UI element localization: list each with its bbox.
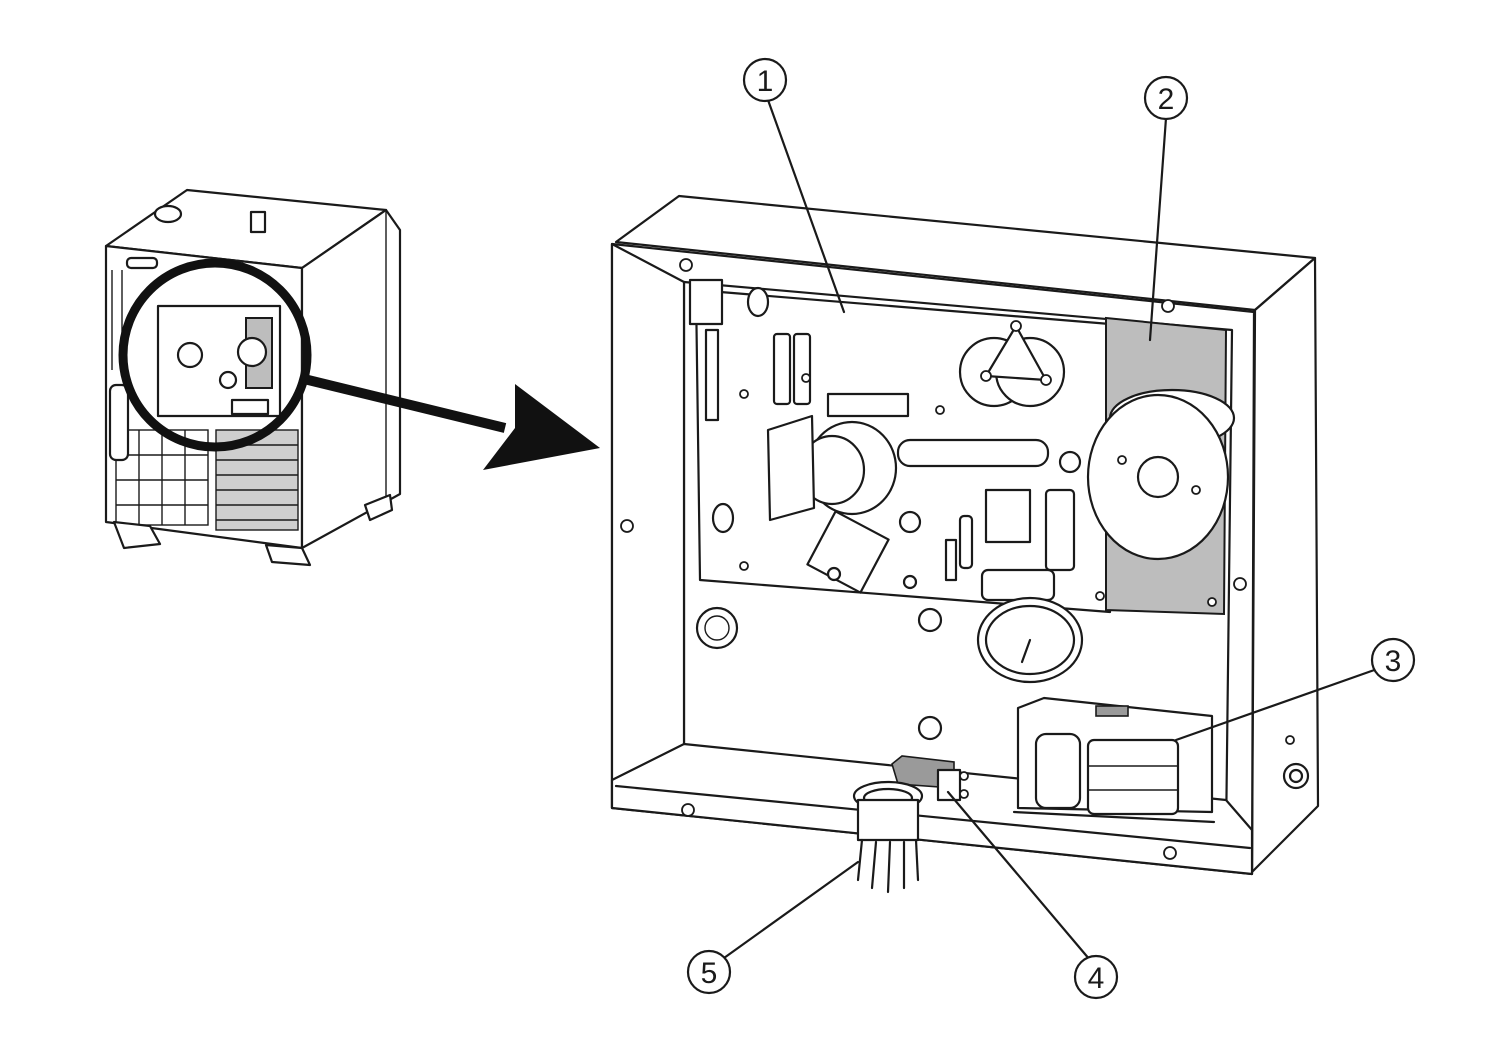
callout-4-circle	[1073, 954, 1119, 1000]
solenoid	[891, 755, 969, 802]
callout-5: 5	[686, 949, 732, 995]
callout-2-circle	[1143, 75, 1189, 121]
callout-2: 2	[1143, 75, 1189, 121]
callout-5-circle	[686, 949, 732, 995]
callout-4: 4	[1073, 954, 1119, 1000]
overview-unit	[104, 188, 402, 567]
callout-1-label: 1	[757, 65, 774, 98]
zoom-arrow	[298, 373, 600, 470]
callout-3: 3	[1370, 637, 1416, 683]
leader-lines	[722, 98, 1382, 962]
switch-block	[1012, 696, 1216, 824]
callout-1: 1	[742, 57, 788, 103]
callout-3-circle	[1370, 637, 1416, 683]
strain-relief	[852, 780, 924, 894]
enclosure	[610, 194, 1320, 894]
callout-1-circle	[742, 57, 788, 103]
callout-3-label: 3	[1385, 645, 1402, 678]
callout-5-label: 5	[701, 957, 718, 990]
magnifier-circle	[118, 258, 312, 452]
callout-2-label: 2	[1158, 83, 1175, 116]
callout-4-label: 4	[1088, 962, 1105, 995]
